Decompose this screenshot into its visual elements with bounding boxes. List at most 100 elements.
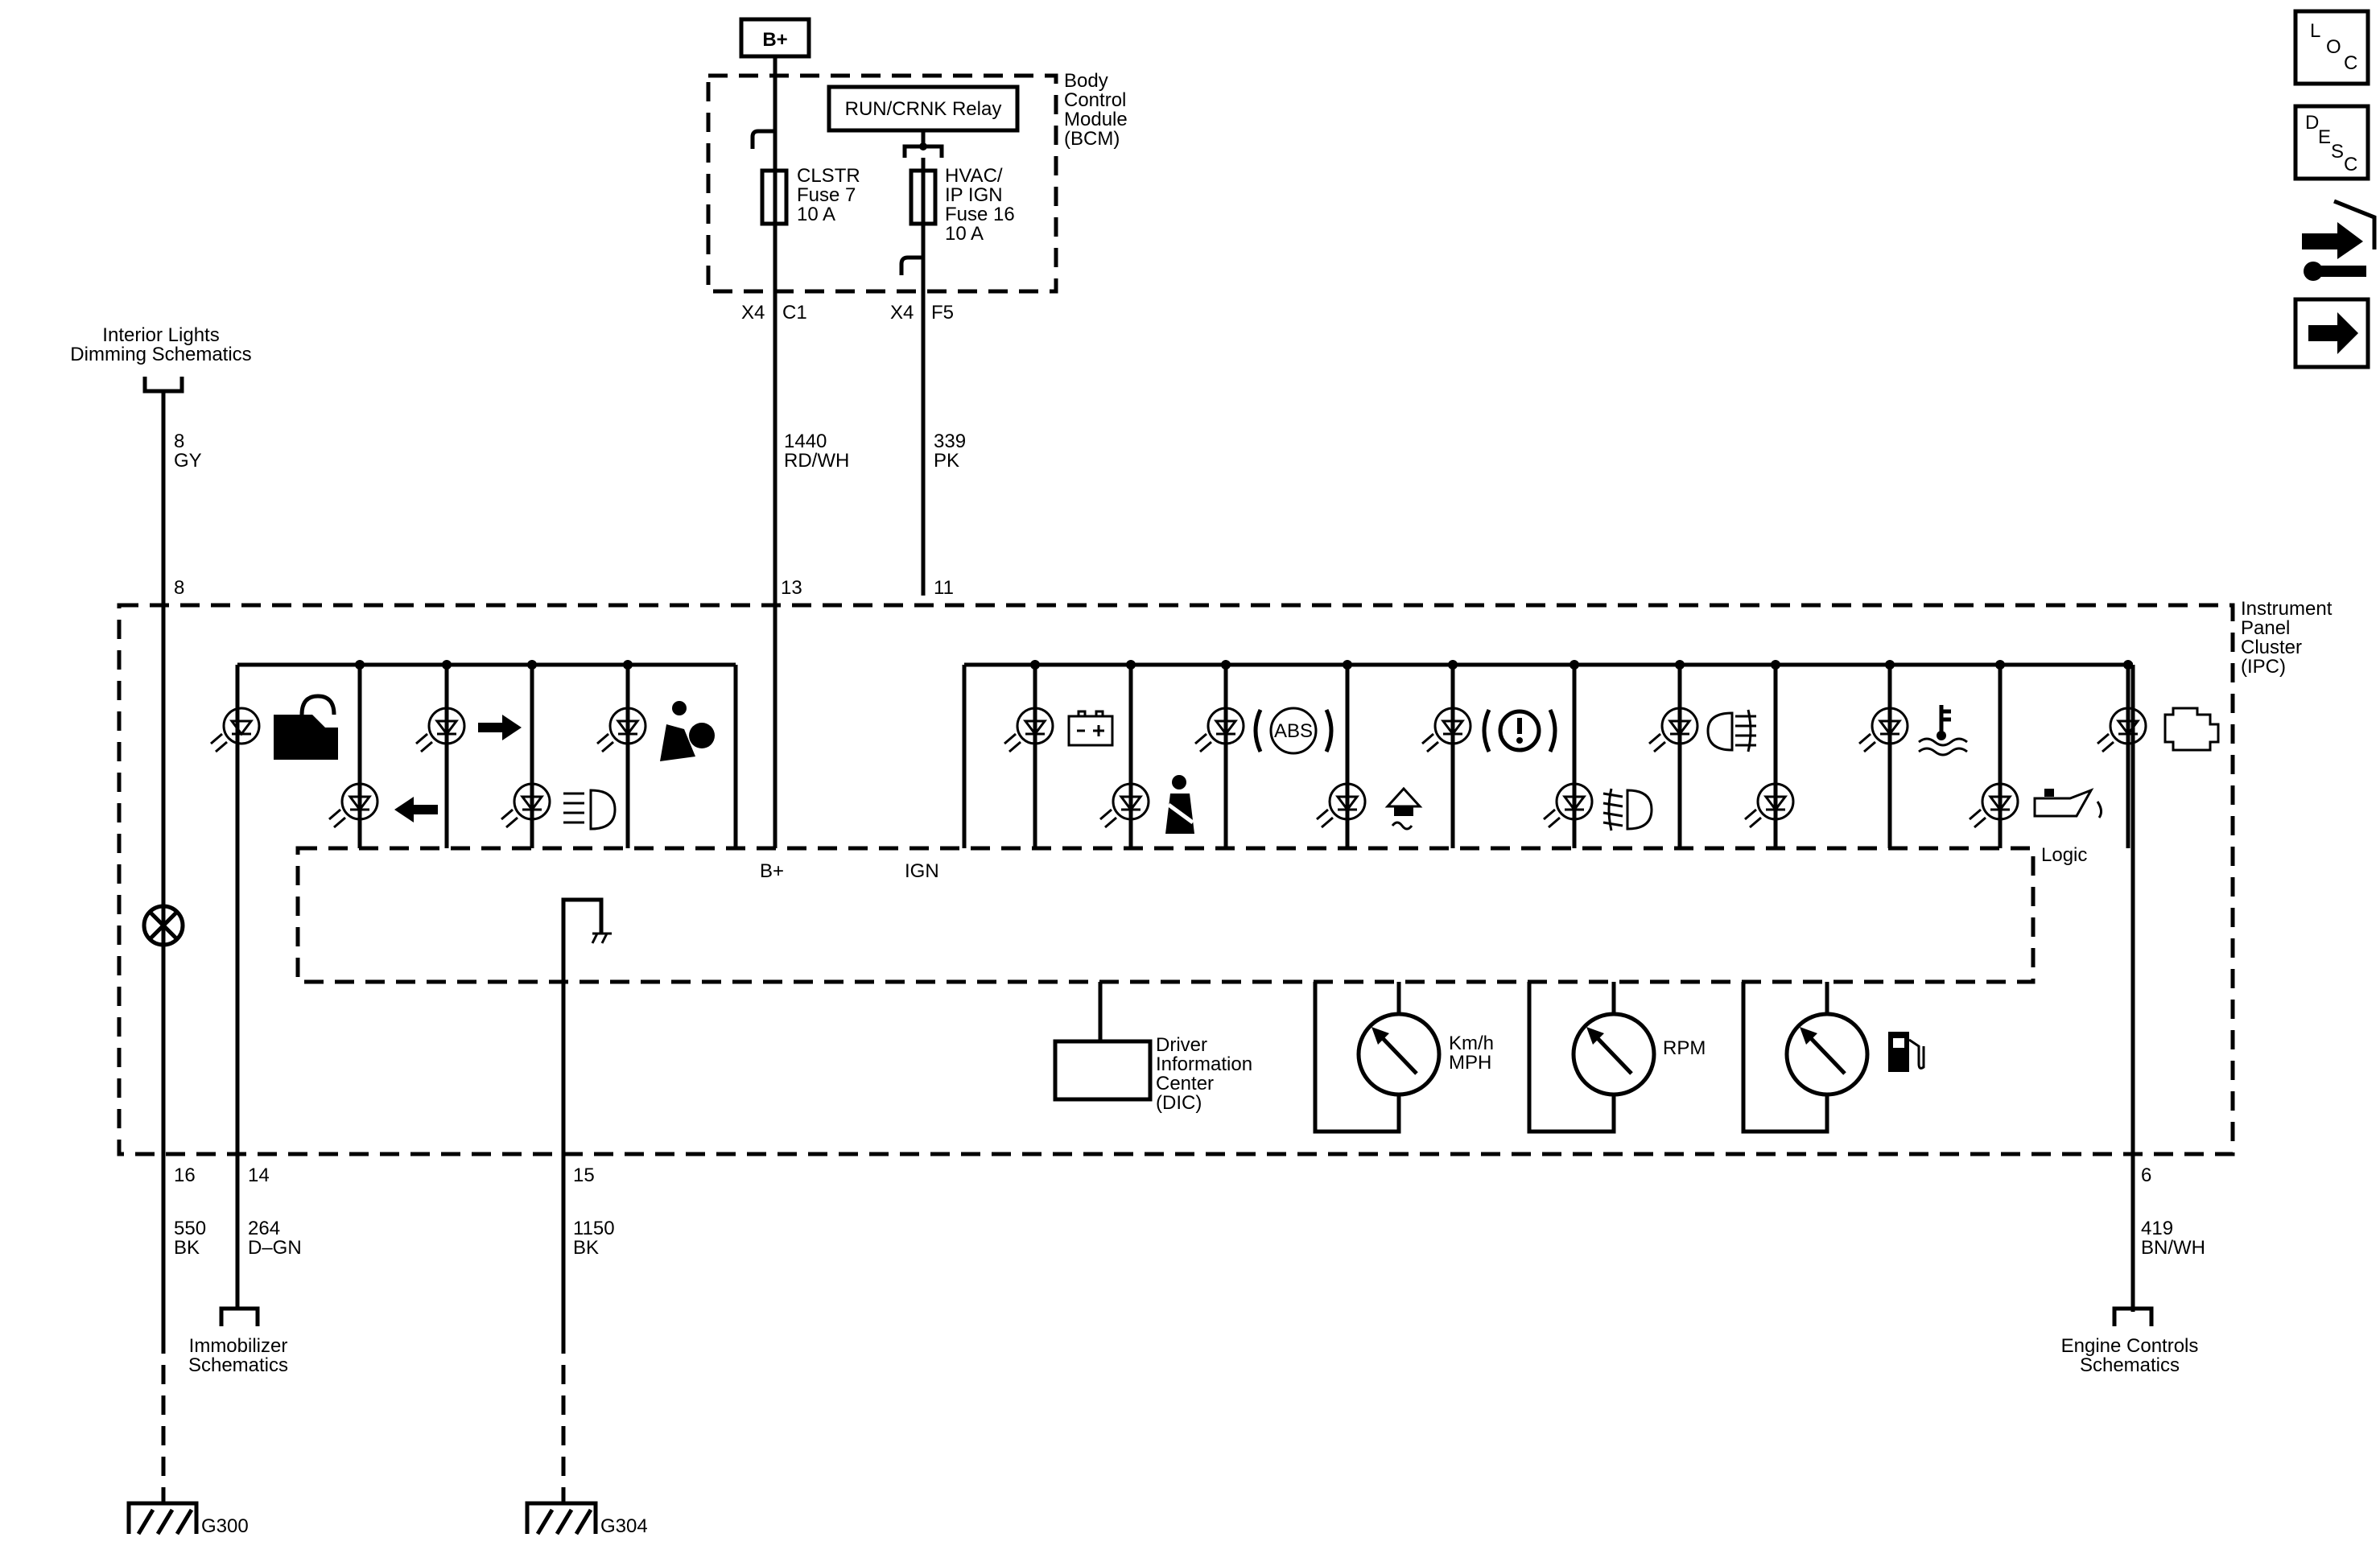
- logic-box: [295, 846, 2036, 984]
- engine-controls-ref: Engine Controls Schematics: [2061, 1335, 2199, 1376]
- ipc-pin-8: 8: [174, 577, 184, 599]
- svg-text:1440: 1440: [784, 431, 827, 452]
- svg-text:PK: PK: [934, 450, 959, 472]
- right-arrow-icon: [478, 715, 522, 740]
- logic-label: Logic: [2041, 844, 2087, 866]
- oil-can-icon: [2033, 788, 2094, 818]
- immobilizer-ref: Immobilizer Schematics: [188, 1335, 288, 1376]
- svg-text:Fuse 16: Fuse 16: [945, 204, 1015, 225]
- svg-text:C: C: [2344, 154, 2357, 175]
- logic-ign: IGN: [905, 860, 939, 882]
- svg-text:(IPC): (IPC): [2241, 656, 2286, 678]
- svg-text:Panel: Panel: [2241, 617, 2290, 639]
- wire-1150-label: 1150 BK: [573, 1218, 615, 1259]
- svg-text:IP IGN: IP IGN: [945, 184, 1003, 206]
- svg-text:1150: 1150: [573, 1218, 615, 1239]
- svg-text:BK: BK: [174, 1237, 200, 1259]
- abs-icon: [1269, 707, 1318, 755]
- wire-339-label: 339 PK: [934, 431, 966, 472]
- svg-text:GY: GY: [174, 450, 202, 472]
- svg-text:Information: Information: [1156, 1053, 1252, 1075]
- logic-bplus: B+: [760, 860, 784, 882]
- wire-264-label: 264 D–GN: [248, 1218, 302, 1259]
- svg-text:S: S: [2331, 141, 2344, 163]
- svg-text:Km/h: Km/h: [1449, 1033, 1494, 1054]
- traction-icon: [1384, 786, 1423, 808]
- front-fog-indicator: [1543, 782, 1594, 829]
- dic-box: [1053, 1039, 1153, 1102]
- svg-text:Module: Module: [1064, 109, 1128, 130]
- check-engine-indicator: [2097, 707, 2147, 753]
- svg-text:10 A: 10 A: [945, 223, 984, 245]
- svg-text:MPH: MPH: [1449, 1052, 1491, 1074]
- connector-icon[interactable]: [2302, 199, 2377, 281]
- hvac-fuse-label: HVAC/ IP IGN Fuse 16 10 A: [945, 165, 1015, 245]
- clstr-fuse: [760, 168, 789, 226]
- bcm-box: [706, 73, 1058, 294]
- tachometer-gauge: [1571, 982, 1656, 1097]
- svg-text:RD/WH: RD/WH: [784, 450, 849, 472]
- svg-text:Instrument: Instrument: [2241, 598, 2333, 620]
- svg-text:Dimming Schematics: Dimming Schematics: [70, 344, 251, 365]
- high-beam-indicator: [501, 782, 551, 829]
- tachometer-label: RPM: [1663, 1037, 1706, 1059]
- interior-lights-ref: Interior Lights Dimming Schematics: [70, 324, 251, 365]
- chassis-ground-symbol: [591, 932, 612, 944]
- next-button[interactable]: [2293, 297, 2370, 369]
- svg-text:G300: G300: [201, 1515, 249, 1537]
- fuel-gauge: [1784, 982, 1870, 1097]
- svg-text:Interior Lights: Interior Lights: [102, 324, 219, 346]
- svg-text:HVAC/: HVAC/: [945, 165, 1003, 187]
- svg-text:264: 264: [248, 1218, 280, 1239]
- check-engine-icon: [2163, 707, 2220, 752]
- unused-indicator: [1744, 782, 1795, 829]
- ipc-name: Instrument Panel Cluster (IPC): [2241, 598, 2333, 678]
- svg-text:550: 550: [174, 1218, 206, 1239]
- left-arrow-icon: [394, 797, 438, 822]
- hvac-fuse: [909, 168, 938, 226]
- ground-g304: G304: [525, 1501, 648, 1537]
- svg-text:O: O: [2326, 36, 2341, 58]
- svg-text:C: C: [2344, 52, 2357, 74]
- svg-text:419: 419: [2141, 1218, 2173, 1239]
- wire-419-label: 419 BN/WH: [2141, 1218, 2205, 1259]
- brake-warning-icon: [1498, 709, 1541, 752]
- svg-text:Control: Control: [1064, 89, 1126, 111]
- dic-label: Driver Information Center (DIC): [1156, 1034, 1252, 1114]
- ipc-pin-13: 13: [781, 577, 802, 599]
- battery-icon: [1067, 715, 1114, 747]
- traction-indicator: [1316, 782, 1367, 829]
- bcm-switch-2: [899, 255, 923, 275]
- desc-button[interactable]: D E S C: [2293, 104, 2370, 181]
- svg-text:E: E: [2318, 126, 2331, 148]
- ipc-pin-15: 15: [573, 1165, 595, 1186]
- svg-text:(BCM): (BCM): [1064, 128, 1120, 150]
- ipc-pin-6: 6: [2141, 1165, 2151, 1186]
- svg-text:Fuse 7: Fuse 7: [797, 184, 856, 206]
- abs-indicator: [1194, 707, 1245, 753]
- security-lock-icon: [274, 715, 338, 760]
- svg-text:Schematics: Schematics: [188, 1354, 288, 1376]
- svg-text:X4: X4: [890, 302, 914, 324]
- svg-text:X4: X4: [741, 302, 765, 324]
- svg-text:10 A: 10 A: [797, 204, 835, 225]
- brake-indicator: [1421, 707, 1472, 753]
- svg-text:Center: Center: [1156, 1073, 1214, 1094]
- right-bus-branches: [1030, 660, 2133, 848]
- svg-text:Immobilizer: Immobilizer: [189, 1335, 288, 1357]
- airbag-indicator: [596, 707, 647, 753]
- speedometer-label: Km/h MPH: [1449, 1033, 1494, 1074]
- rear-fog-indicator: [1648, 707, 1699, 753]
- oil-pressure-indicator: [1969, 782, 2019, 829]
- turn-left-indicator: [328, 782, 379, 829]
- battery-indicator: [1004, 707, 1054, 753]
- airbag-icon: [672, 701, 687, 715]
- svg-text:BK: BK: [573, 1237, 599, 1259]
- svg-text:339: 339: [934, 431, 966, 452]
- front-fog-icon: [1626, 789, 1653, 831]
- bcm-pins: X4 C1 X4 F5: [741, 302, 954, 324]
- turn-right-indicator: [415, 707, 466, 753]
- loc-button[interactable]: L O C: [2293, 9, 2370, 86]
- wire-8-label: 8 GY: [174, 431, 202, 472]
